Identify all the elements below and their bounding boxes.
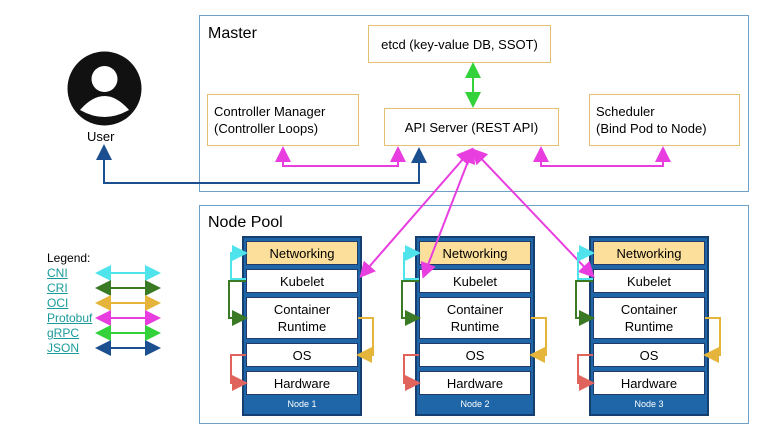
node-3-container-runtime: Container Runtime [593, 297, 705, 339]
controller-api-arrow [275, 146, 406, 167]
node-1-label: Node 1 [287, 399, 317, 409]
node-2-oci-arrow [529, 317, 547, 363]
controller-manager-box: Controller Manager (Controller Loops) [207, 94, 359, 146]
etcd-label: etcd (key-value DB, SSOT) [381, 36, 538, 52]
node-2-label: Node 2 [460, 399, 490, 409]
node-1-cri-arrow [228, 280, 248, 326]
node-1-hardware: Hardware [246, 371, 358, 395]
etcd-box: etcd (key-value DB, SSOT) [368, 25, 551, 63]
node-pool-title: Node Pool [208, 214, 283, 231]
node-3-cni-arrow [577, 245, 595, 280]
user-avatar-icon [66, 50, 143, 127]
node-3-hw-arrow [577, 354, 595, 391]
legend-item-json[interactable]: JSON [47, 341, 80, 355]
node-2-os: OS [419, 343, 531, 367]
user-label: User [87, 129, 115, 144]
node-2-container-runtime: Container Runtime [419, 297, 531, 339]
legend-item-protobuf[interactable]: Protobuf [47, 311, 93, 325]
node-2-cri-arrow [401, 280, 421, 326]
node-1-os: OS [246, 343, 358, 367]
node-2-hardware: Hardware [419, 371, 531, 395]
node-1-oci-arrow [356, 317, 374, 363]
node-2-cni-arrow [403, 245, 421, 280]
node-1-container-runtime: Container Runtime [246, 297, 358, 339]
api-kubelet-1-arrow [359, 147, 473, 279]
scheduler-api-arrow [533, 146, 671, 167]
legend-item-cri[interactable]: CRI [47, 281, 68, 295]
legend-item-oci[interactable]: OCI [47, 296, 69, 310]
api-kubelet-3-arrow [471, 148, 595, 278]
node-3-cri-arrow [575, 280, 595, 326]
node-1-networking: Networking [246, 241, 358, 265]
scheduler-box: Scheduler (Bind Pod to Node) [589, 94, 740, 146]
legend-item-cni[interactable]: CNI [47, 266, 68, 280]
api-server-label: API Server (REST API) [404, 119, 539, 135]
controller-manager-label: Controller Manager (Controller Loops) [214, 104, 326, 136]
scheduler-label: Scheduler (Bind Pod to Node) [596, 104, 707, 136]
node-2-hw-arrow [403, 354, 421, 391]
api-kubelet-2-arrow [420, 147, 476, 279]
legend-item-grpc[interactable]: gRPC [47, 326, 80, 340]
api-server-box: API Server (REST API) [384, 108, 559, 146]
master-title: Master [208, 25, 257, 42]
node-1-hw-arrow [230, 354, 248, 391]
node-3-label: Node 3 [634, 399, 664, 409]
node-3-hardware: Hardware [593, 371, 705, 395]
legend-title: Legend: [47, 251, 91, 265]
node-3-kubelet: Kubelet [593, 269, 705, 293]
node-1-kubelet: Kubelet [246, 269, 358, 293]
node-3-os: OS [593, 343, 705, 367]
node-3-networking: Networking [593, 241, 705, 265]
node-3-oci-arrow [703, 317, 721, 363]
node-1-cni-arrow [230, 245, 248, 280]
